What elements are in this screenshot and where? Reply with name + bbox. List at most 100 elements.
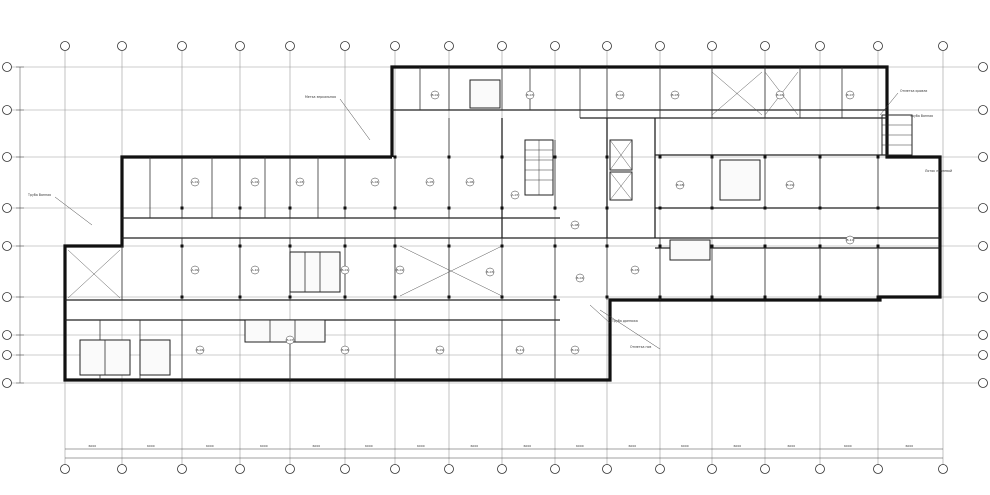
column [818, 244, 822, 248]
room-label: А-05 [427, 180, 434, 184]
room-marker [250, 177, 260, 187]
room-marker [785, 180, 795, 190]
note-pipe-west: Труба Ванная [27, 193, 51, 197]
column [605, 155, 609, 159]
room-marker [340, 345, 350, 355]
room-marker [285, 335, 295, 345]
column [818, 155, 822, 159]
column [238, 295, 242, 299]
room-marker [435, 345, 445, 355]
bottom-dimension-chain [65, 448, 943, 459]
column [710, 244, 714, 248]
room-label: В-08 [677, 183, 684, 187]
room-label: В-07 [847, 93, 854, 97]
bottom-dim-label: 6000 [471, 444, 479, 448]
stairs-east [881, 114, 913, 156]
column [763, 244, 767, 248]
column [553, 206, 557, 210]
column [553, 295, 557, 299]
note-gutter: Лоток ливневой [925, 169, 952, 173]
column [238, 155, 242, 159]
bottom-dim-label: 6000 [629, 444, 637, 448]
room-marker [675, 180, 685, 190]
bottom-dim-label: 6000 [576, 444, 584, 448]
column [393, 155, 397, 159]
note-pipe-east: Труба Ванная [909, 114, 933, 118]
column [447, 244, 451, 248]
bottom-dim-label: 6000 [681, 444, 689, 448]
room-label: Б-04 [577, 276, 584, 280]
room-marker [570, 345, 580, 355]
room-marker [340, 265, 350, 275]
room-label: В-10 [847, 238, 854, 242]
room-label: В-01 [572, 348, 579, 352]
sanitary-blocks [79, 79, 761, 376]
column [876, 295, 880, 299]
bottom-dim-label: 6000 [524, 444, 532, 448]
room-marker [845, 90, 855, 100]
room-marker [525, 90, 535, 100]
room-marker [570, 220, 580, 230]
column [393, 295, 397, 299]
room-marker [485, 267, 495, 277]
room-marker [510, 190, 520, 200]
left-dimension-chain [16, 66, 24, 384]
note-roof-mark: Отметка кровли [900, 89, 927, 93]
column [288, 295, 292, 299]
room-label: В-03 [527, 93, 534, 97]
column [288, 206, 292, 210]
note-bottom-mark: Отметка низ [630, 345, 652, 349]
column [500, 155, 504, 159]
note-mark-mirror: Метка зеркальная [305, 95, 336, 99]
column [500, 244, 504, 248]
room-marker [195, 345, 205, 355]
column [658, 155, 662, 159]
room-label: Б-10 [517, 348, 524, 352]
room-marker [845, 235, 855, 245]
room-marker [425, 177, 435, 187]
axis-bubbles-bottom [60, 464, 948, 474]
room-label: А-03 [297, 180, 304, 184]
room-marker [670, 90, 680, 100]
column [238, 206, 242, 210]
column [288, 155, 292, 159]
bottom-dim-label: 6000 [788, 444, 796, 448]
room-marker [295, 177, 305, 187]
room-label: В-04 [617, 93, 624, 97]
bottom-dim-label: 6000 [734, 444, 742, 448]
axis-bubbles-sides [2, 62, 988, 388]
room-label: В-06 [777, 93, 784, 97]
room-marker [615, 90, 625, 100]
bottom-dimension-labels: 6000 6000 6000 6000 6000 6000 6000 6000 6000 6000… [89, 444, 914, 448]
column [447, 155, 451, 159]
column [343, 295, 347, 299]
bottom-dim-label: 6000 [89, 444, 97, 448]
room-marker [515, 345, 525, 355]
stairs-central [524, 139, 554, 196]
axis-grid [10, 50, 982, 465]
interior-walls [65, 67, 940, 380]
column [658, 244, 662, 248]
room-marker [395, 265, 405, 275]
column [343, 155, 347, 159]
room-marker [370, 177, 380, 187]
room-label: А-06 [467, 180, 474, 184]
bottom-dim-label: 6000 [313, 444, 321, 448]
column [818, 206, 822, 210]
room-marker [775, 90, 785, 100]
column [818, 295, 822, 299]
room-label: Б-05 [632, 268, 639, 272]
room-label: Б-07 [287, 338, 294, 342]
column [180, 206, 184, 210]
column [500, 295, 504, 299]
bottom-dim-label: 6000 [260, 444, 268, 448]
hall-crosses [67, 71, 799, 299]
column [876, 244, 880, 248]
column [658, 295, 662, 299]
column [447, 206, 451, 210]
column [393, 206, 397, 210]
column [710, 206, 714, 210]
room-label: А-07 [512, 193, 519, 197]
